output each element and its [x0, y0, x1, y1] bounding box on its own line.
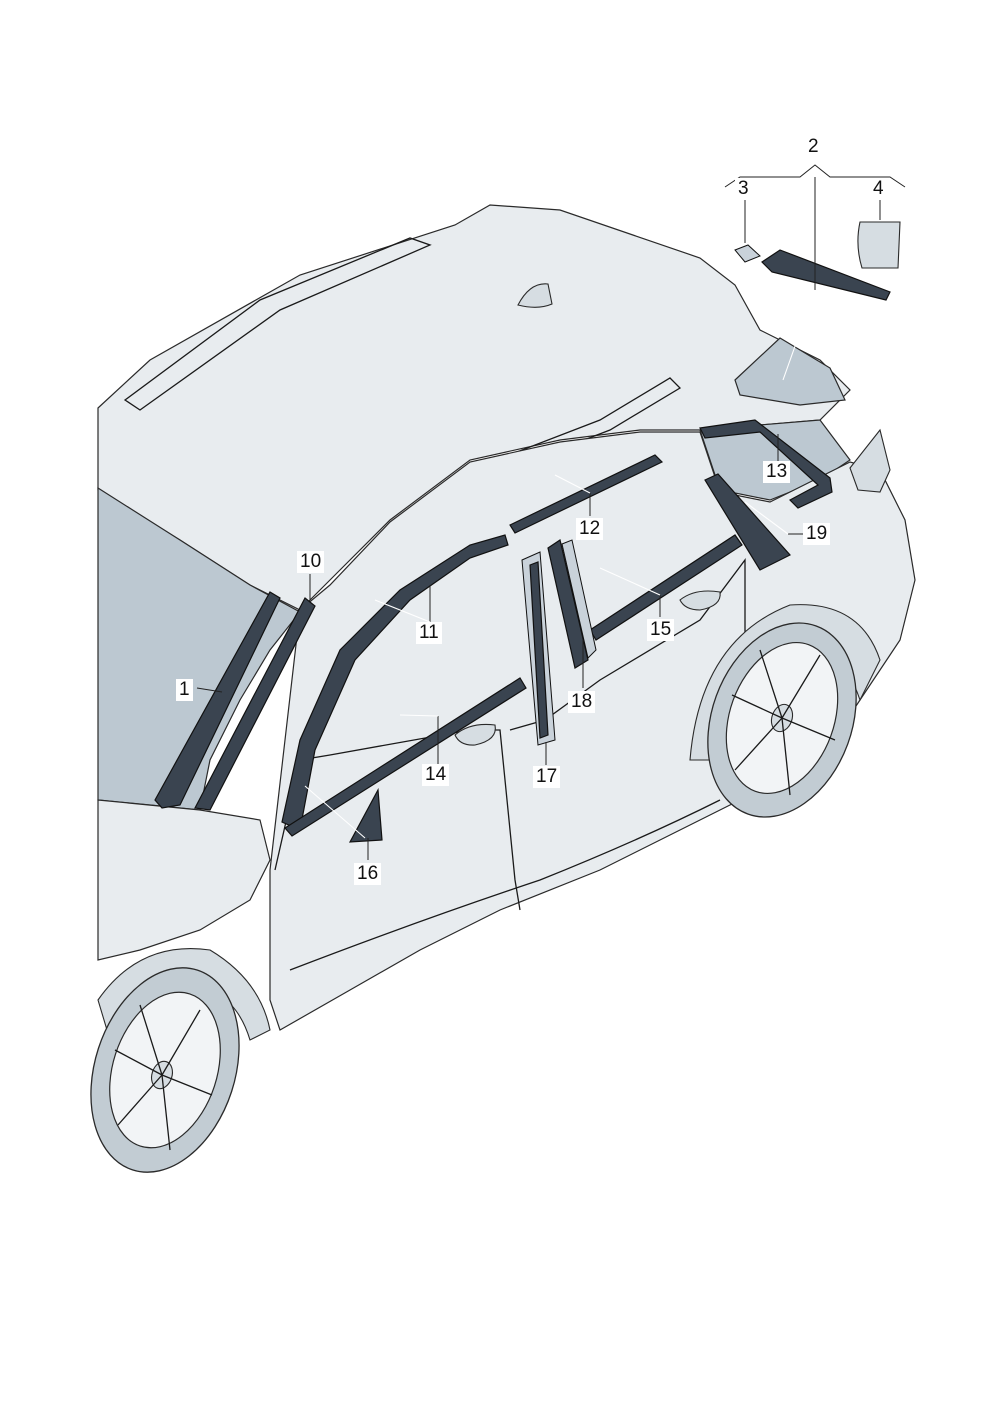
part-18-pillar-trim [547, 539, 589, 669]
callout-19: 19 [803, 523, 831, 545]
rear-door-handle [679, 590, 721, 611]
leader-11-light [374, 599, 431, 623]
leader-2-through [782, 289, 816, 381]
callout-16: 16 [354, 863, 382, 885]
hood [97, 799, 271, 961]
callout-3: 3 [735, 178, 752, 200]
callout-2: 2 [805, 136, 822, 158]
callout-10: 10 [297, 551, 325, 573]
leader-15-light [599, 567, 661, 596]
roof-rail-left [123, 237, 432, 411]
antenna [517, 283, 553, 308]
callout-4: 4 [870, 178, 887, 200]
leader-14-light [399, 714, 439, 717]
callout-14: 14 [422, 764, 450, 786]
part-1-windshield-trim [154, 591, 281, 809]
leader-1 [196, 687, 223, 693]
part-11-window-frame [281, 534, 509, 831]
part-16-triangle-trim [348, 787, 383, 843]
rear-spokes [731, 649, 836, 796]
callout-11: 11 [416, 622, 442, 644]
callout-1: 1 [176, 679, 193, 701]
part-12-roof-moulding [509, 454, 664, 534]
part-18-pillar-trim-b [561, 539, 597, 659]
rear-light [849, 428, 891, 493]
front-spokes [114, 1004, 213, 1151]
part-14-belt-moulding [284, 677, 527, 837]
callout-15: 15 [647, 619, 675, 641]
part-4-bag [857, 221, 901, 269]
part-10-windshield-trim [194, 597, 316, 811]
callout-17: 17 [533, 766, 561, 788]
callout-12: 12 [576, 518, 604, 540]
front-door-handle [454, 723, 496, 746]
rear-window [734, 337, 846, 406]
callout-13: 13 [763, 461, 791, 483]
part-13-quarter-trim [699, 419, 833, 509]
part-15-belt-moulding [589, 534, 743, 641]
sill-line [289, 799, 721, 971]
part-3-clip [734, 244, 761, 263]
part-2-moulding [761, 249, 891, 301]
bracket-2 [724, 164, 906, 188]
leader-19-light [744, 501, 789, 535]
leader-12-light [554, 474, 591, 494]
part-19-c-pillar-trim [704, 473, 791, 571]
leader-16-light [304, 785, 366, 839]
part-17-b-pillar-inner [529, 561, 549, 739]
callout-18: 18 [568, 691, 596, 713]
